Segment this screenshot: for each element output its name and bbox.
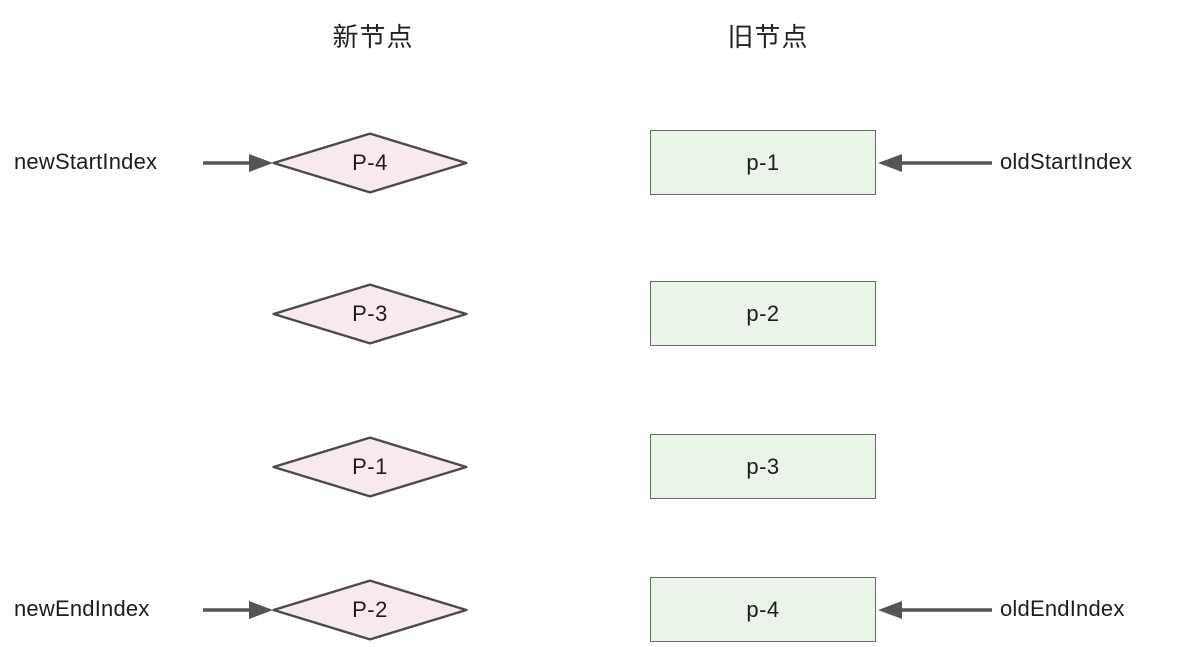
old-node-box[interactable]: p-2	[650, 281, 876, 346]
pointer-label-old-start-index: oldStartIndex	[1000, 149, 1133, 174]
new-node-diamond[interactable]: P-1	[272, 436, 468, 498]
column-header-new-nodes: 新节点	[332, 22, 414, 52]
pointer-label-new-start-index: newStartIndex	[14, 149, 158, 174]
new-node-label: P-2	[352, 597, 388, 622]
old-node-label: p-2	[746, 300, 780, 326]
arrow-right-icon	[203, 601, 273, 619]
new-node-label: P-3	[352, 301, 388, 326]
old-node-label: p-4	[746, 596, 780, 622]
column-header-old-nodes: 旧节点	[727, 22, 809, 52]
new-node-diamond[interactable]: P-2	[272, 579, 468, 641]
old-node-box[interactable]: p-3	[650, 434, 876, 499]
new-node-diamond[interactable]: P-4	[272, 132, 468, 194]
new-node-label: P-1	[352, 454, 388, 479]
pointer-label-old-end-index: oldEndIndex	[1000, 596, 1125, 621]
arrow-left-icon	[878, 154, 992, 172]
arrow-left-icon	[878, 601, 992, 619]
pointer-label-new-end-index: newEndIndex	[14, 596, 150, 621]
old-node-label: p-1	[746, 149, 780, 175]
old-node-box[interactable]: p-4	[650, 577, 876, 642]
old-node-label: p-3	[746, 453, 780, 479]
new-node-diamond[interactable]: P-3	[272, 283, 468, 345]
new-node-label: P-4	[352, 150, 388, 175]
old-node-box[interactable]: p-1	[650, 130, 876, 195]
arrow-right-icon	[203, 154, 273, 172]
